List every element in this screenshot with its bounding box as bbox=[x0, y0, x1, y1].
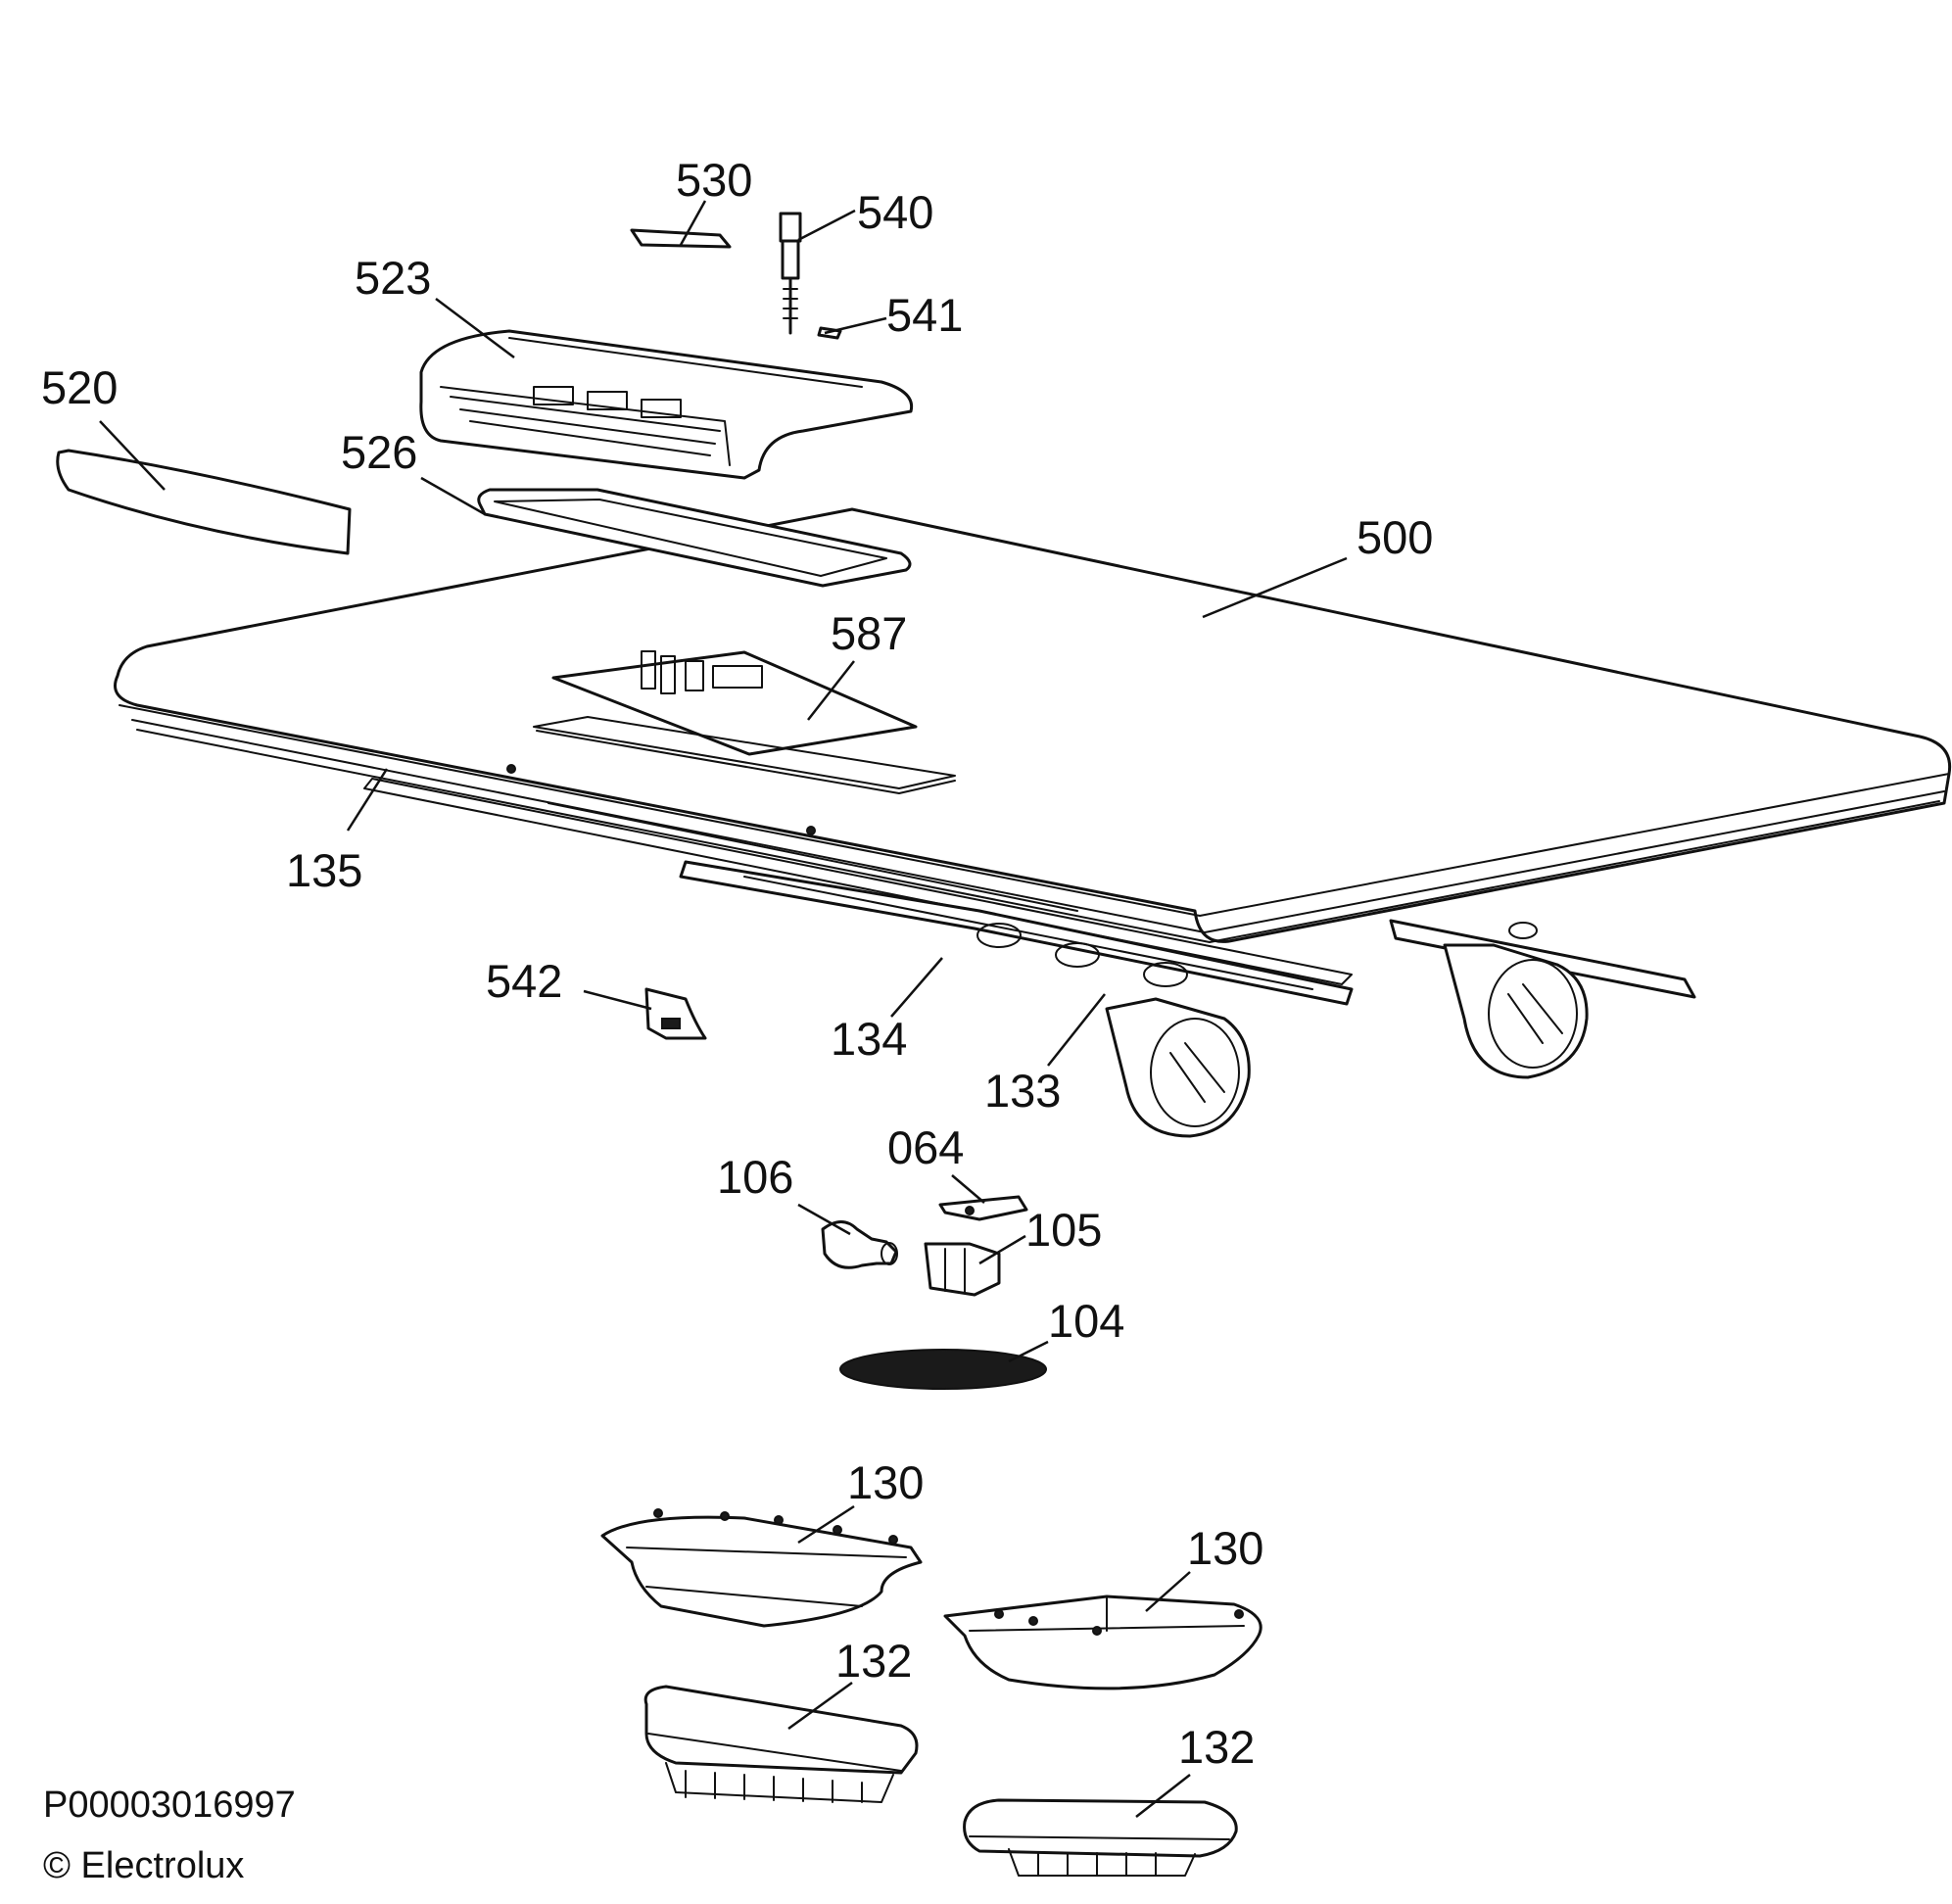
part-523-control-housing bbox=[419, 329, 914, 480]
callout-labels: 530 540 523 541 520 526 500 587 135 542 … bbox=[41, 154, 1433, 1773]
part-132-box-right bbox=[963, 1798, 1238, 1877]
callout-587: 587 bbox=[831, 607, 907, 659]
part-105-switch bbox=[924, 1242, 1001, 1297]
callout-526: 526 bbox=[341, 426, 417, 478]
callout-134: 134 bbox=[831, 1013, 907, 1065]
part-520-front-trim bbox=[56, 449, 352, 555]
part-540-screw bbox=[779, 212, 802, 335]
part-500-top-panel bbox=[114, 507, 1952, 985]
callout-133: 133 bbox=[984, 1065, 1061, 1117]
callout-520: 520 bbox=[41, 361, 118, 413]
callout-523: 523 bbox=[355, 252, 431, 304]
part-133-134-underside-bracket bbox=[679, 860, 1696, 1138]
callout-104: 104 bbox=[1048, 1295, 1124, 1347]
part-587-control-board bbox=[533, 650, 956, 794]
callout-500: 500 bbox=[1357, 511, 1433, 563]
callout-540: 540 bbox=[857, 186, 933, 238]
callout-132-right: 132 bbox=[1178, 1721, 1255, 1773]
callout-132-left: 132 bbox=[835, 1635, 912, 1687]
callout-541: 541 bbox=[886, 289, 963, 341]
callout-542: 542 bbox=[486, 955, 562, 1007]
callout-106: 106 bbox=[717, 1151, 793, 1203]
callout-064: 064 bbox=[887, 1121, 964, 1173]
part-106-knob bbox=[821, 1220, 898, 1269]
callout-105: 105 bbox=[1025, 1204, 1102, 1256]
part-530-label bbox=[630, 228, 732, 249]
part-130-bin-right bbox=[943, 1595, 1262, 1690]
callout-135: 135 bbox=[286, 844, 362, 896]
leader-lines bbox=[99, 200, 1348, 1818]
callout-130-left: 130 bbox=[847, 1456, 924, 1508]
document-code: P00003016997 bbox=[43, 1785, 296, 1826]
part-064-board bbox=[938, 1195, 1028, 1221]
part-542-bracket bbox=[644, 987, 707, 1040]
callout-130-right: 130 bbox=[1187, 1522, 1263, 1574]
callout-530: 530 bbox=[676, 154, 752, 206]
part-526-gasket bbox=[477, 488, 912, 588]
copyright-notice: © Electrolux bbox=[43, 1845, 245, 1886]
part-132-box-left bbox=[643, 1685, 919, 1803]
part-104-grille bbox=[839, 1349, 1047, 1390]
part-130-bin-left bbox=[600, 1508, 923, 1628]
